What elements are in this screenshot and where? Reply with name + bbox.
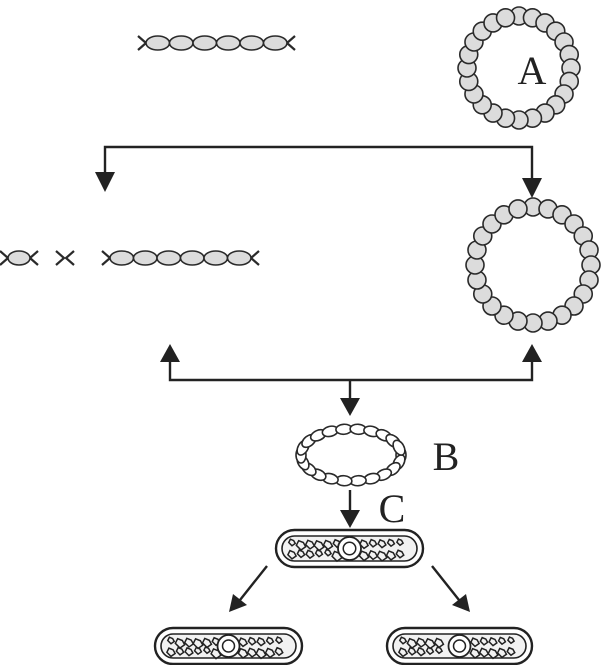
dna-bead xyxy=(215,35,241,51)
ring-bead xyxy=(392,439,406,456)
opened-plasmid-circle xyxy=(465,197,601,333)
dna-bead xyxy=(145,35,171,51)
dna-bead xyxy=(226,250,252,266)
split-arrow-top xyxy=(95,145,542,198)
arrowhead-left-down xyxy=(95,172,115,192)
plasmid-in-cell xyxy=(337,536,362,561)
arrowhead-left-up xyxy=(160,344,180,362)
recombinant-plasmid-b xyxy=(295,423,407,487)
dna-bead xyxy=(156,250,182,266)
division-arrows xyxy=(229,565,470,612)
host-cell xyxy=(274,528,425,569)
cut-dna-fragment-long xyxy=(101,250,260,266)
arrowhead-down-right xyxy=(452,594,470,612)
arrowhead-down-left xyxy=(229,594,247,612)
plasmid-in-cell xyxy=(216,634,241,658)
dna-bead xyxy=(168,35,194,51)
cut-dna-fragment-tiny xyxy=(55,250,75,266)
join-arrow xyxy=(160,344,542,416)
ring-bead xyxy=(495,7,516,28)
arrow-to-cell xyxy=(340,490,360,528)
label-b: B xyxy=(433,434,460,479)
dna-bead xyxy=(109,250,135,266)
dna-bead xyxy=(262,35,288,51)
dna-bead xyxy=(7,250,31,266)
linear-dna-chain-top xyxy=(137,35,296,51)
dna-bead xyxy=(239,35,265,51)
label-a: A xyxy=(518,48,547,93)
arrowhead-right-down xyxy=(522,178,542,198)
dna-bead xyxy=(179,250,205,266)
arrowhead-center-down xyxy=(340,398,360,416)
dna-bead xyxy=(132,250,158,266)
dna-bead xyxy=(192,35,218,51)
label-c: C xyxy=(379,486,406,531)
ring-bead xyxy=(508,199,528,219)
arrowhead-right-up xyxy=(522,344,542,362)
arrowhead-to-cell xyxy=(340,510,360,528)
plasmid-in-cell xyxy=(447,634,472,658)
dna-bead xyxy=(203,250,229,266)
daughter-cell-left xyxy=(153,626,304,665)
circular-dna-a xyxy=(457,6,581,130)
cut-dna-fragment-small xyxy=(0,250,39,266)
daughter-cell-right xyxy=(385,626,534,665)
